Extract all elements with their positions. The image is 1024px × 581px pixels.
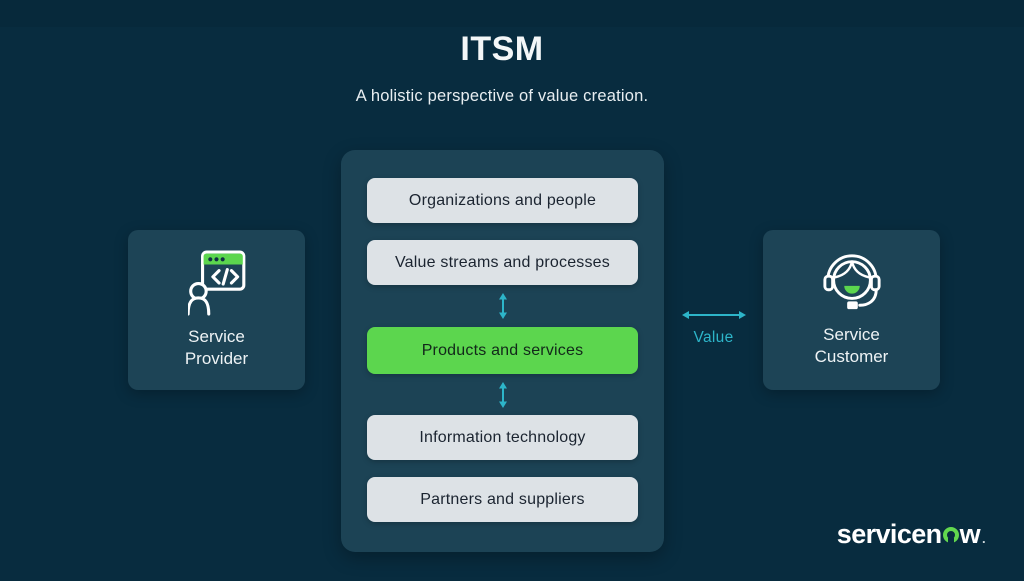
servicenow-logo: servicen w . <box>836 519 986 549</box>
arrow-zone <box>497 374 509 415</box>
box-organizations-and-people: Organizations and people <box>367 178 638 223</box>
service-customer-label-line2: Customer <box>814 346 889 366</box>
page-subtitle: A holistic perspective of value creation… <box>355 87 649 105</box>
page-title: ITSM <box>460 30 544 68</box>
service-provider-label-line1: Service <box>188 327 245 346</box>
double-arrow-vertical-icon <box>498 381 507 408</box>
box-partners-and-suppliers: Partners and suppliers <box>367 477 638 522</box>
headset-person-icon <box>822 254 881 310</box>
double-arrow-vertical-icon <box>498 293 507 319</box>
header: ITSM A holistic perspective of value cre… <box>0 0 1004 106</box>
box-value-streams-and-processes: Value streams and processes <box>367 240 638 285</box>
box-label: Partners and suppliers <box>420 490 585 508</box>
logo-text-right: w <box>959 519 981 549</box>
service-provider-label: Service Provider <box>185 326 248 370</box>
service-customer-label: Service Customer <box>815 324 889 368</box>
box-information-technology: Information technology <box>367 415 638 460</box>
service-customer-label-line1: Service <box>823 325 880 344</box>
logo-text-left: servicen <box>836 519 942 549</box>
value-link: Value <box>664 308 763 347</box>
box-label: Value streams and processes <box>395 253 610 271</box>
itsm-stack-panel: Organizations and people Value streams a… <box>341 150 664 552</box>
box-products-and-services: Products and services <box>367 327 638 374</box>
logo-dot: . <box>981 531 986 546</box>
servicenow-o-mark <box>942 527 959 543</box>
box-label: Organizations and people <box>408 191 597 209</box>
box-label: Products and services <box>421 341 584 359</box>
service-provider-label-line2: Provider <box>184 348 249 368</box>
arrow-zone <box>497 285 509 327</box>
code-window-person-icon <box>187 250 245 316</box>
service-customer-card: Service Customer <box>763 230 940 390</box>
double-arrow-horizontal-icon <box>681 311 746 319</box>
value-label: Value <box>693 329 734 346</box>
box-label: Information technology <box>419 428 586 446</box>
service-provider-card: Service Provider <box>128 230 305 390</box>
